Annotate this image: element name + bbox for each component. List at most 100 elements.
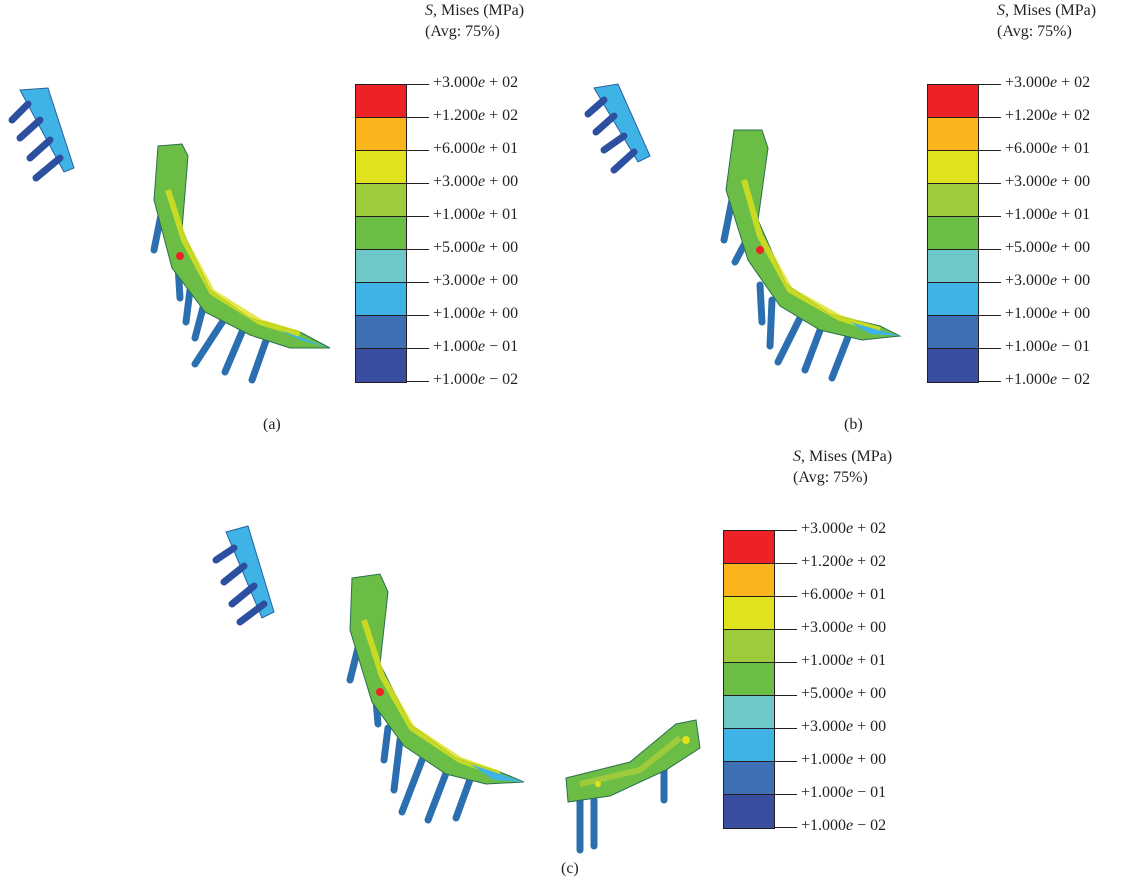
main-plate-b — [720, 129, 902, 382]
color-bar — [723, 530, 775, 829]
legend-tick-label: +1.000e − 02 — [433, 371, 519, 388]
legend-tick — [407, 150, 429, 151]
legend-tick-label: +3.000e + 00 — [1005, 272, 1091, 289]
legend-tick-label: +1.000e + 01 — [801, 652, 887, 669]
color-swatch — [724, 696, 774, 729]
legend-tick — [407, 315, 429, 316]
color-swatch — [356, 283, 406, 316]
legend-tick-label: +6.000e + 01 — [433, 140, 519, 157]
small-plate-b — [584, 83, 651, 174]
color-swatch — [356, 85, 406, 118]
legend-tick — [775, 530, 797, 531]
legend-tick — [979, 381, 1001, 382]
legend-title: S, Mises (MPa) (Avg: 75%) — [793, 448, 893, 486]
legend-tick — [979, 150, 1001, 151]
legend-tick — [407, 216, 429, 217]
legend-tick-label: +6.000e + 01 — [801, 586, 887, 603]
legend-tick — [979, 84, 1001, 85]
side-plate-c — [565, 719, 701, 854]
legend-tick-label: +1.000e + 01 — [1005, 206, 1091, 223]
color-swatch — [356, 118, 406, 151]
legend-tick-label: +3.000e + 00 — [433, 173, 519, 190]
color-bar — [927, 84, 979, 383]
color-swatch — [356, 349, 406, 382]
main-plate-a — [150, 143, 331, 384]
color-swatch — [724, 630, 774, 663]
color-swatch — [928, 118, 978, 151]
legend-tick-label: +3.000e + 02 — [1005, 74, 1091, 91]
color-swatch — [356, 184, 406, 217]
legend-tick-label: +1.000e + 00 — [433, 305, 519, 322]
color-swatch — [724, 531, 774, 564]
caption-c: (c) — [561, 860, 579, 877]
fe-model-b — [584, 83, 902, 382]
legend-tick-label: +3.000e + 02 — [801, 520, 887, 537]
color-swatch — [356, 217, 406, 250]
legend-tick-label: +3.000e + 02 — [433, 74, 519, 91]
legend-tick — [775, 563, 797, 564]
legend-tick — [407, 282, 429, 283]
color-swatch — [356, 316, 406, 349]
legend-tick — [775, 728, 797, 729]
color-swatch — [928, 151, 978, 184]
color-swatch — [928, 85, 978, 118]
color-swatch — [724, 663, 774, 696]
legend-tick — [979, 348, 1001, 349]
legend-tick — [407, 183, 429, 184]
legend-tick-label: +1.200e + 02 — [801, 553, 887, 570]
legend-tick — [775, 794, 797, 795]
legend-tick-label: +5.000e + 00 — [433, 239, 519, 256]
legend-title: S, Mises (MPa) (Avg: 75%) — [425, 2, 525, 40]
color-swatch — [928, 184, 978, 217]
legend-tick — [407, 249, 429, 250]
legend-tick — [979, 282, 1001, 283]
color-swatch — [928, 250, 978, 283]
legend-tick-label: +1.200e + 02 — [433, 107, 519, 124]
legend-tick-label: +1.200e + 02 — [1005, 107, 1091, 124]
legend-tick-label: +3.000e + 00 — [801, 718, 887, 735]
legend-tick-label: +5.000e + 00 — [801, 685, 887, 702]
legend-tick — [775, 761, 797, 762]
legend-tick-label: +6.000e + 01 — [1005, 140, 1091, 157]
legend-tick — [979, 216, 1001, 217]
legend-tick-label: +3.000e + 00 — [1005, 173, 1091, 190]
color-swatch — [724, 762, 774, 795]
legend-title: S, Mises (MPa) (Avg: 75%) — [997, 2, 1097, 40]
color-swatch — [928, 283, 978, 316]
color-swatch — [724, 795, 774, 828]
caption-a: (a) — [263, 416, 281, 433]
color-swatch — [724, 564, 774, 597]
legend-tick-label: +5.000e + 00 — [1005, 239, 1091, 256]
legend-tick — [407, 381, 429, 382]
legend-tick-label: +3.000e + 00 — [801, 619, 887, 636]
legend-tick — [407, 117, 429, 118]
legend-tick — [775, 662, 797, 663]
color-swatch — [356, 151, 406, 184]
legend-tick-label: +1.000e − 01 — [1005, 338, 1091, 355]
main-plate-c — [346, 573, 525, 824]
legend-tick — [407, 348, 429, 349]
fe-model-a — [8, 87, 331, 384]
legend-tick-label: +1.000e − 02 — [1005, 371, 1091, 388]
legend-tick-label: +1.000e + 00 — [1005, 305, 1091, 322]
color-swatch — [356, 250, 406, 283]
small-plate-a — [8, 87, 75, 182]
color-swatch — [928, 316, 978, 349]
color-swatch — [928, 349, 978, 382]
legend-tick-label: +1.000e − 02 — [801, 817, 887, 834]
legend-tick-label: +3.000e + 00 — [433, 272, 519, 289]
color-swatch — [724, 597, 774, 630]
legend-tick-label: +1.000e − 01 — [801, 784, 887, 801]
legend-tick-label: +1.000e − 01 — [433, 338, 519, 355]
legend-tick — [979, 249, 1001, 250]
color-swatch — [724, 729, 774, 762]
legend-tick — [775, 596, 797, 597]
color-swatch — [928, 217, 978, 250]
small-plate-c — [212, 525, 275, 626]
fe-model-c — [212, 525, 701, 854]
legend-tick — [775, 695, 797, 696]
legend-tick — [407, 84, 429, 85]
legend-tick-label: +1.000e + 00 — [801, 751, 887, 768]
legend-tick — [775, 827, 797, 828]
legend-tick — [979, 183, 1001, 184]
